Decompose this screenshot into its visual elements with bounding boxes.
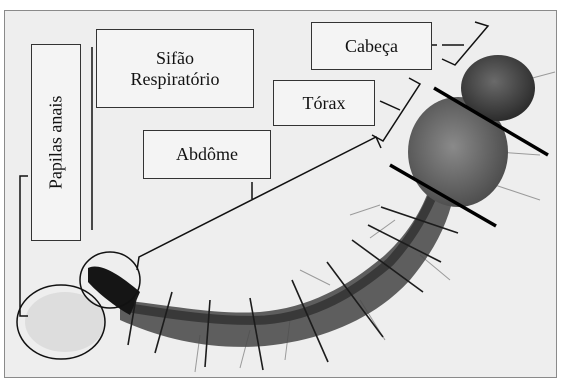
label-abdome: Abdôme: [143, 130, 271, 179]
abdomen-shape: [120, 180, 455, 347]
label-sifao-line2: Respiratório: [131, 69, 220, 90]
label-cabeca: Cabeça: [311, 22, 432, 70]
label-sifao-line1: Sifão: [131, 48, 220, 69]
anal-papillae-shape: [25, 292, 105, 352]
label-sifao-respiratorio: Sifão Respiratório: [96, 29, 254, 108]
label-torax: Tórax: [273, 80, 375, 126]
label-papilas-anais: Papilas anais: [31, 44, 81, 241]
label-papilas-text: Papilas anais: [46, 96, 67, 189]
